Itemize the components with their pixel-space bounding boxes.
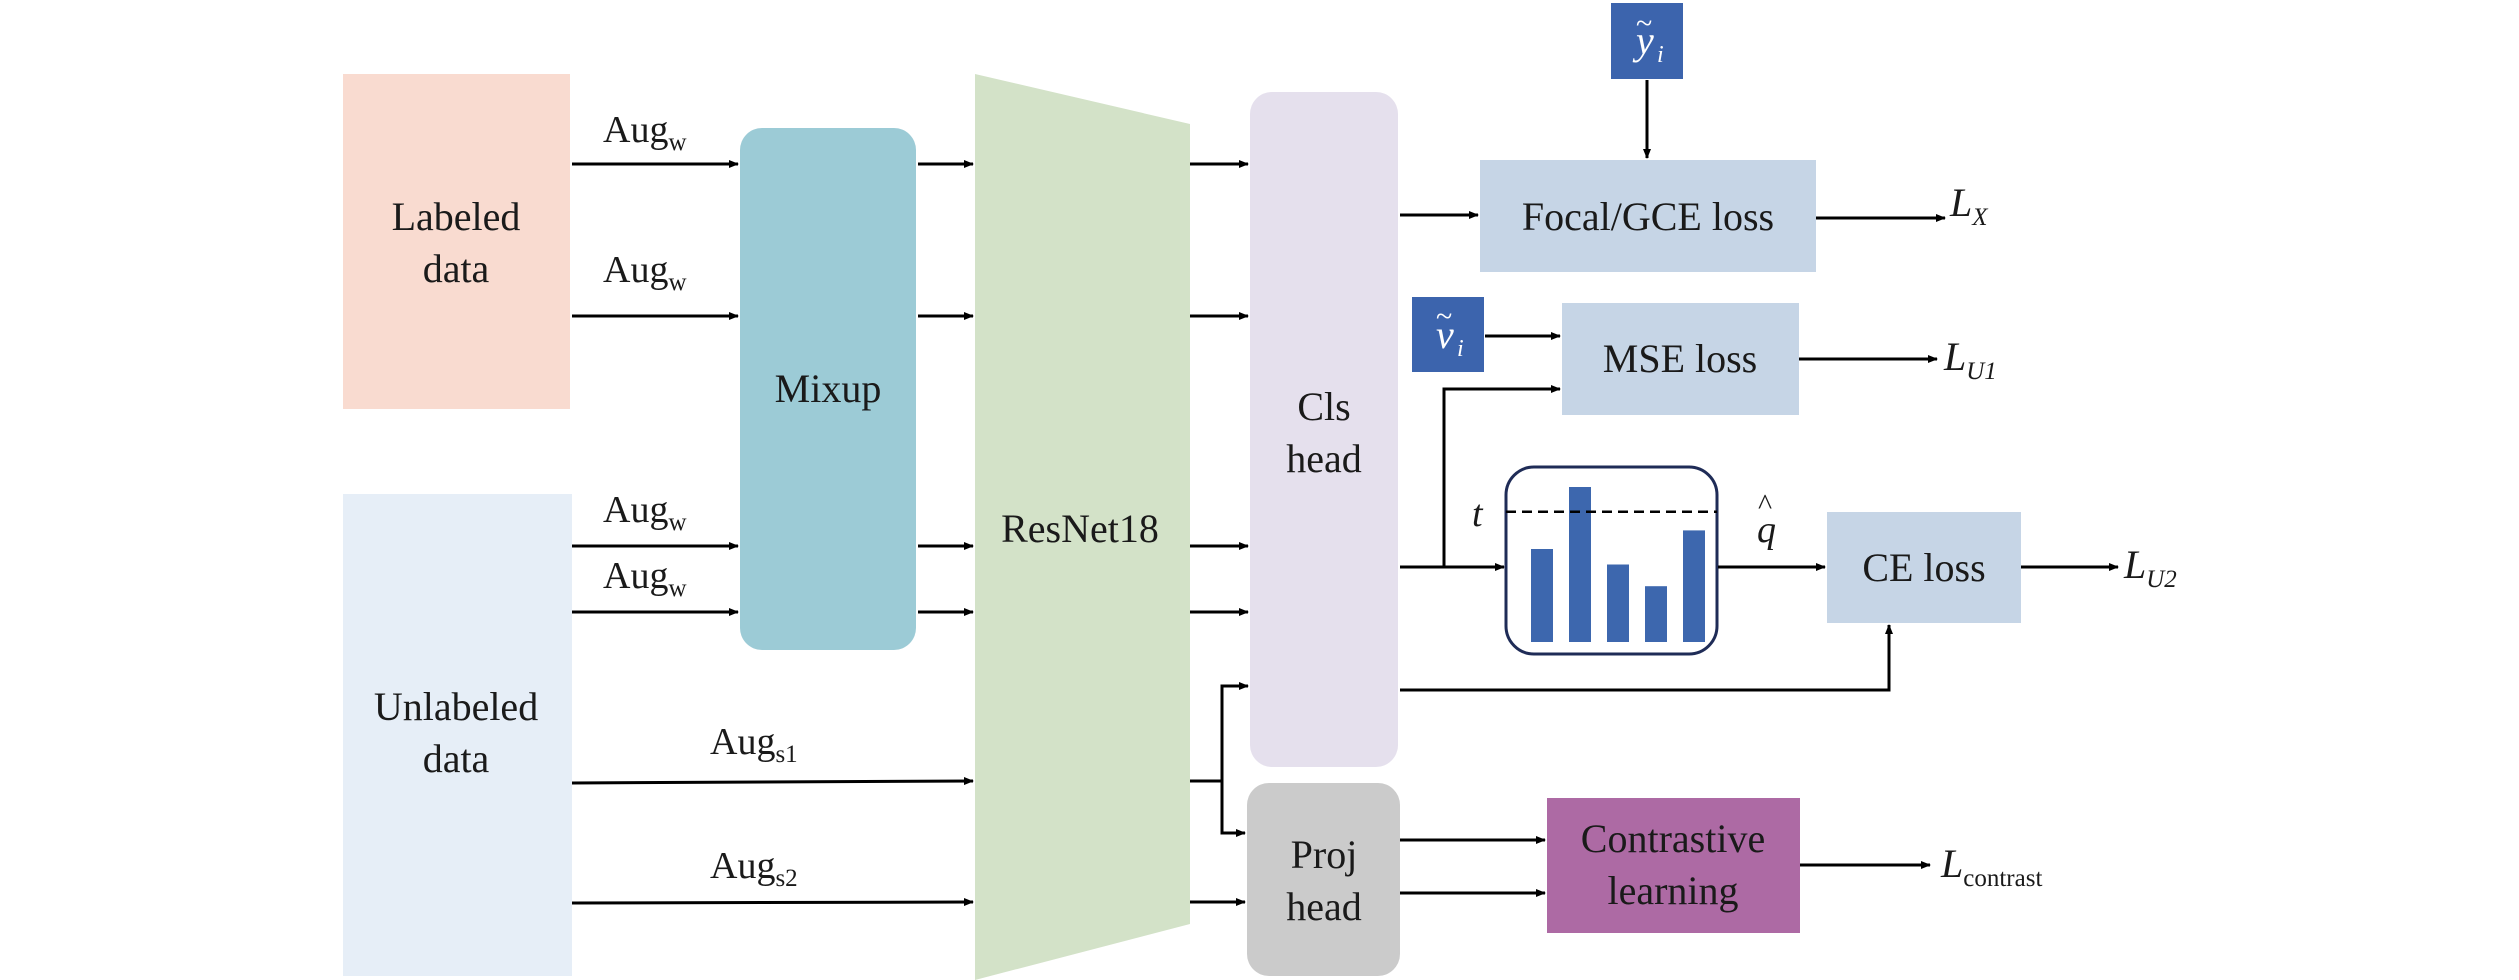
output-lu1-label: LU1: [1943, 334, 1997, 385]
q-hat-mark: ^: [1758, 488, 1772, 521]
unlabeled-data-label: Unlabeled: [374, 684, 538, 729]
v-tilde-subscript: i: [1457, 336, 1464, 362]
unlabeled-data-box: [343, 494, 572, 976]
contrastive-learning-label: Contrastive: [1581, 816, 1765, 861]
q-hat-label: q: [1757, 509, 1776, 551]
ce-loss-box: [1827, 512, 2021, 623]
proj-head-box: [1247, 783, 1400, 976]
aug-w-label-4: Augw: [603, 555, 687, 602]
histogram-bar: [1531, 549, 1553, 642]
histogram-bar: [1683, 530, 1705, 642]
labeled-data-label: Labeled: [392, 194, 521, 239]
contrastive-learning-label-2: learning: [1607, 868, 1738, 913]
y-tilde-subscript: i: [1657, 42, 1664, 68]
unlabeled-data-label-2: data: [423, 736, 490, 781]
threshold-t-label: t: [1472, 493, 1484, 535]
arrow-unlabeled-to-resnet-s2: [571, 898, 974, 907]
aug-s1-label: Augs1: [710, 721, 798, 768]
contrastive-learning-box: [1547, 798, 1800, 933]
histogram-bar: [1645, 586, 1667, 642]
proj-head-label: Proj: [1291, 832, 1358, 877]
arrow-cls-to-mse: [1400, 385, 1561, 569]
proj-head-label-2: head: [1286, 884, 1362, 929]
mse-loss-label: MSE loss: [1603, 336, 1758, 381]
resnet18-block: [975, 74, 1190, 980]
aug-s2-label: Augs2: [710, 845, 798, 892]
v-tilde-box: [1412, 297, 1484, 372]
cls-head-label-2: head: [1286, 436, 1362, 481]
arrow-split-to-proj: [1220, 781, 1246, 837]
ce-loss-label: CE loss: [1862, 545, 1985, 590]
cls-head-box: [1250, 92, 1398, 767]
histogram-bar: [1569, 487, 1591, 642]
mse-loss-box: [1562, 303, 1799, 415]
histogram-bars: [1531, 487, 1705, 642]
aug-w-label-2: Augw: [603, 249, 687, 296]
output-lx-label: LX: [1949, 180, 1989, 231]
resnet18-label: ResNet18: [1001, 506, 1159, 551]
y-tilde-symbol: y: [1632, 18, 1654, 63]
aug-w-label-1: Augw: [603, 109, 687, 156]
mixup-label: Mixup: [775, 366, 882, 411]
v-tilde-mark: ~: [1436, 300, 1452, 333]
labeled-data-label-2: data: [423, 246, 490, 291]
v-tilde-symbol: v: [1436, 312, 1454, 357]
arrow-cls-to-ce: [1400, 624, 1893, 692]
focal-gce-loss-box: [1480, 160, 1816, 272]
arrow-split-to-cls: [1220, 682, 1249, 781]
cls-head-label: Cls: [1297, 384, 1350, 429]
arrow-unlabeled-to-resnet-s1: [571, 777, 974, 786]
y-tilde-box: [1611, 3, 1683, 79]
y-tilde-mark: ~: [1636, 7, 1652, 40]
aug-w-label-3: Augw: [603, 489, 687, 536]
mixup-box: [740, 128, 916, 650]
output-lu2-label: LU2: [2123, 542, 2177, 593]
focal-gce-loss-label: Focal/GCE loss: [1522, 194, 1774, 239]
labeled-data-box: [343, 74, 570, 409]
histogram-bar: [1607, 564, 1629, 642]
output-lcontrast-label: Lcontrast: [1940, 841, 2042, 892]
